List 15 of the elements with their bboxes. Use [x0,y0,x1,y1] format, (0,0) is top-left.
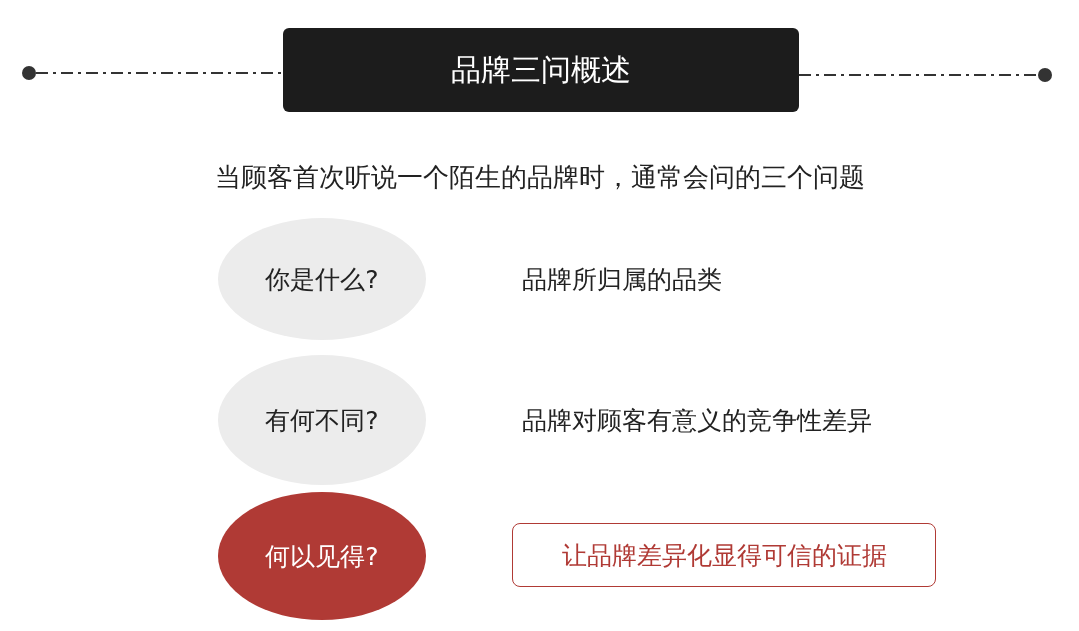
title-text: 品牌三问概述 [451,50,631,89]
end-dot [1038,68,1052,82]
question-text: 何以见得? [265,540,379,573]
answer-text: 让品牌差异化显得可信的证据 [561,539,887,572]
answer-text: 品牌所归属的品类 [522,264,722,296]
question-text: 有何不同? [265,404,379,437]
dash-dot-line [35,72,284,74]
answer-text: 品牌对顾客有意义的竞争性差异 [522,405,872,437]
answer-box [512,523,936,587]
question-text: 你是什么? [265,263,379,296]
subtitle-text: 当顾客首次听说一个陌生的品牌时，通常会问的三个问题 [213,161,866,194]
dash-dot-line [798,74,1039,76]
end-dot [22,66,36,80]
title-banner [283,28,799,112]
question-ellipse [218,492,426,620]
